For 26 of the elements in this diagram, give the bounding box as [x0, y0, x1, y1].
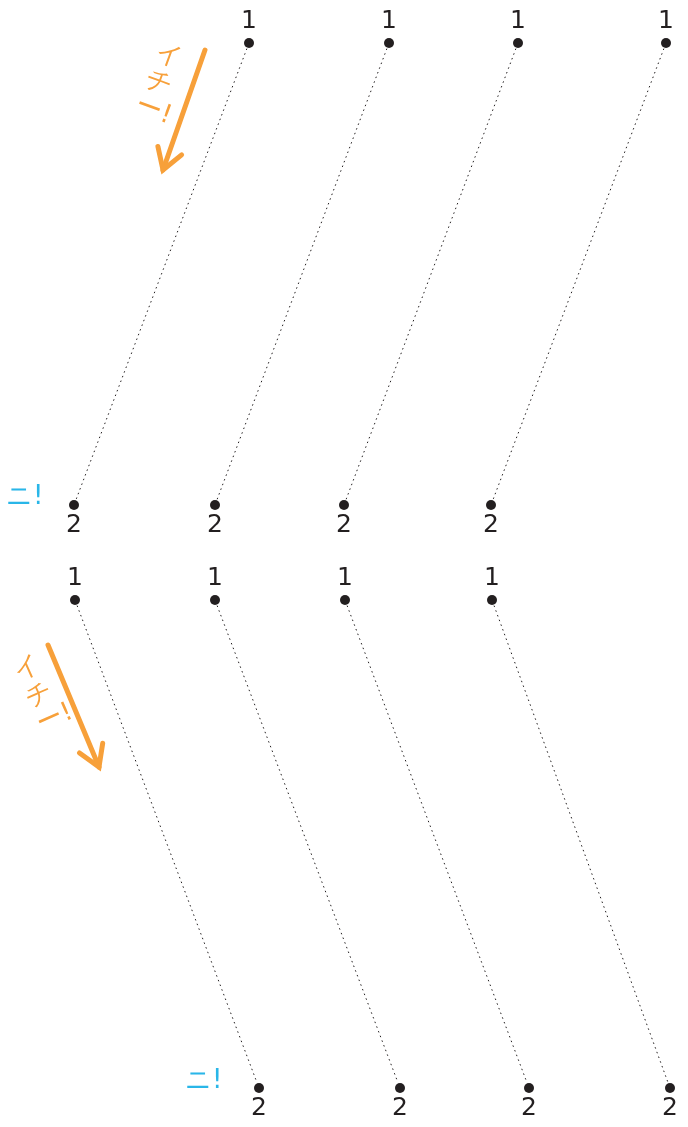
dot-number: 1	[483, 563, 501, 591]
dotted-line	[345, 48, 517, 500]
cheer-text: ニ!	[185, 1065, 223, 1094]
cheer-text: イチー!	[132, 36, 186, 126]
dot-number: 2	[335, 510, 353, 538]
dot-number: 1	[509, 6, 527, 34]
dot-number: 2	[520, 1093, 538, 1121]
dot-number: 1	[206, 563, 224, 591]
dot-number: 2	[65, 510, 83, 538]
dot-number: 1	[380, 6, 398, 34]
dotted-line	[76, 605, 258, 1083]
dot-number: 1	[657, 6, 675, 34]
dotted-line	[492, 48, 665, 500]
dotted-line	[493, 605, 669, 1083]
dotted-line	[346, 605, 528, 1083]
dotted-line	[75, 48, 248, 500]
dot-number: 2	[391, 1093, 409, 1121]
dot-number: 2	[482, 510, 500, 538]
cheer-text: ニ!	[6, 481, 44, 510]
dot-number: 2	[250, 1093, 268, 1121]
dot-number: 1	[240, 6, 258, 34]
dot-number: 2	[206, 510, 224, 538]
dotted-line	[216, 48, 388, 500]
dot-number: 2	[661, 1093, 679, 1121]
dot-number: 1	[336, 563, 354, 591]
dot-number: 1	[66, 563, 84, 591]
